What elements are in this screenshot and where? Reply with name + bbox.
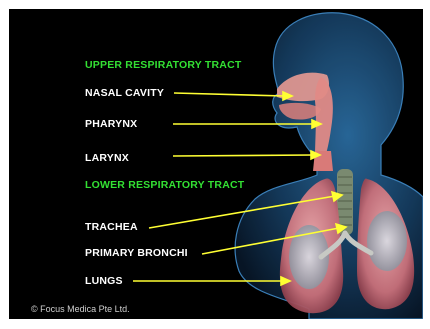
arrow-nasal-cavity (174, 93, 285, 96)
pharynx-label: PHARYNX (85, 118, 137, 130)
left-lung-tissue (367, 211, 407, 271)
upper-respiratory-tract-heading: UPPER RESPIRATORY TRACT (85, 59, 241, 71)
lower-respiratory-tract-heading: LOWER RESPIRATORY TRACT (85, 179, 244, 191)
arrow-larynx (173, 155, 313, 156)
respiratory-system-figure (9, 9, 423, 319)
trachea-label: TRACHEA (85, 221, 138, 233)
primary-bronchi-label: PRIMARY BRONCHI (85, 247, 188, 259)
lungs-label: LUNGS (85, 275, 123, 287)
nasal-cavity-label: NASAL CAVITY (85, 87, 164, 99)
anatomy-illustration: UPPER RESPIRATORY TRACT NASAL CAVITY PHA… (9, 9, 423, 319)
copyright-credit: © Focus Medica Pte Ltd. (31, 304, 130, 314)
larynx-label: LARYNX (85, 152, 129, 164)
